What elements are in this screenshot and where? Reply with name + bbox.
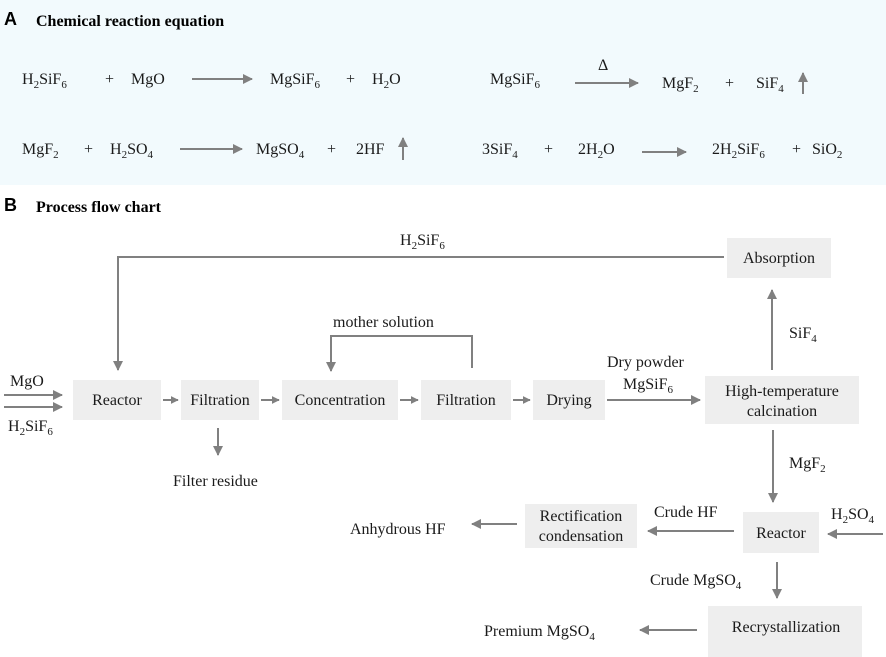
- calcination-label-line-2: calcination: [747, 403, 817, 420]
- eq1-reactant-1: H2SiF6: [22, 71, 67, 91]
- box-reactor-2: [743, 512, 819, 553]
- eq2-reactant: MgSiF6: [490, 71, 540, 91]
- equation-1: H2SiF6 + MgO MgSiF6 + H2O: [22, 71, 401, 91]
- concentration-label: Concentration: [295, 392, 386, 409]
- box-recrystallization-bottom: [708, 643, 862, 657]
- box-filtration-1: [181, 380, 259, 420]
- eq3-plus-2: +: [327, 141, 336, 158]
- eq4-plus-2: +: [792, 141, 801, 158]
- eq1-product-2: H2O: [372, 71, 401, 91]
- box-recrystallization: [708, 606, 862, 646]
- eq2-product-2: SiF4: [756, 75, 784, 95]
- eq2-plus: +: [725, 75, 734, 92]
- h2sif6-return-label: H2SiF6: [400, 232, 445, 252]
- mgf2-label: MgF2: [789, 455, 826, 475]
- eq3-product-2: 2HF: [356, 141, 385, 158]
- eq4-product-1: 2H2SiF6: [712, 141, 765, 161]
- input-mgo-label: MgO: [10, 373, 44, 390]
- input-h2sif6-label: H2SiF6: [8, 418, 53, 438]
- absorption-label: Absorption: [743, 250, 815, 267]
- eq1-plus-1: +: [105, 71, 114, 88]
- eq1-reactant-2: MgO: [131, 71, 165, 88]
- reactor-2-label: Reactor: [756, 525, 806, 542]
- dry-powder-label: Dry powder: [607, 354, 685, 371]
- eq4-plus-1: +: [544, 141, 553, 158]
- eq4-reactant-2: 2H2O: [578, 141, 615, 161]
- recrystallization-label: Recrystallization: [732, 619, 840, 636]
- equation-2: MgSiF6 Δ MgF2 + SiF4: [490, 57, 808, 95]
- box-rectification-condensation: [525, 504, 637, 548]
- panel-b-title: Process flow chart: [36, 199, 162, 216]
- box-reactor-1: [73, 380, 161, 420]
- h2so4-label: H2SO4: [831, 506, 875, 526]
- eq1-product-1: MgSiF6: [270, 71, 320, 91]
- calcination-label-line-1: High-temperature: [725, 383, 839, 400]
- reactor-1-label: Reactor: [92, 392, 142, 409]
- crude-hf-label: Crude HF: [654, 504, 718, 521]
- eq3-reactant-1: MgF2: [22, 141, 59, 161]
- eq3-product-1: MgSO4: [256, 141, 305, 161]
- box-high-temperature-calcination: [705, 376, 859, 424]
- box-drying: [533, 380, 605, 420]
- sif4-label: SiF4: [789, 325, 817, 345]
- panel-b-letter: B: [4, 195, 17, 215]
- filtration-2-label: Filtration: [436, 392, 496, 409]
- mgsif6-label: MgSiF6: [623, 376, 673, 396]
- equation-4: 3SiF4 + 2H2O 2H2SiF6 + SiO2: [482, 141, 842, 161]
- drying-label: Drying: [546, 392, 591, 409]
- panel-a-letter: A: [4, 9, 17, 29]
- eq2-heat-condition: Δ: [598, 57, 608, 74]
- eq2-product-1: MgF2: [662, 75, 699, 95]
- crude-mgso4-label: Crude MgSO4: [650, 572, 742, 592]
- premium-mgso4-label: Premium MgSO4: [484, 623, 595, 643]
- filtration-1-label: Filtration: [190, 392, 250, 409]
- box-concentration: [282, 380, 398, 420]
- eq3-reactant-2: H2SO4: [110, 141, 154, 161]
- panel-a-title: Chemical reaction equation: [36, 13, 224, 30]
- eq1-plus-2: +: [346, 71, 355, 88]
- panel-a-background: [0, 0, 886, 185]
- arrow-absorption-return-to-reactor: [113, 256, 724, 371]
- rectification-label-line-1: Rectification: [540, 508, 623, 525]
- arrow-mother-solution-loop: [326, 335, 473, 372]
- eq4-product-2: SiO2: [812, 141, 842, 161]
- equation-3: MgF2 + H2SO4 MgSO4 + 2HF: [22, 137, 408, 161]
- eq4-reactant-1: 3SiF4: [482, 141, 518, 161]
- box-absorption: [727, 238, 831, 278]
- box-filtration-2: [421, 380, 511, 420]
- filter-residue-label: Filter residue: [173, 473, 258, 490]
- rectification-label-line-2: condensation: [539, 528, 623, 545]
- eq3-plus-1: +: [84, 141, 93, 158]
- anhydrous-hf-label: Anhydrous HF: [350, 521, 446, 538]
- mother-solution-label: mother solution: [333, 314, 434, 331]
